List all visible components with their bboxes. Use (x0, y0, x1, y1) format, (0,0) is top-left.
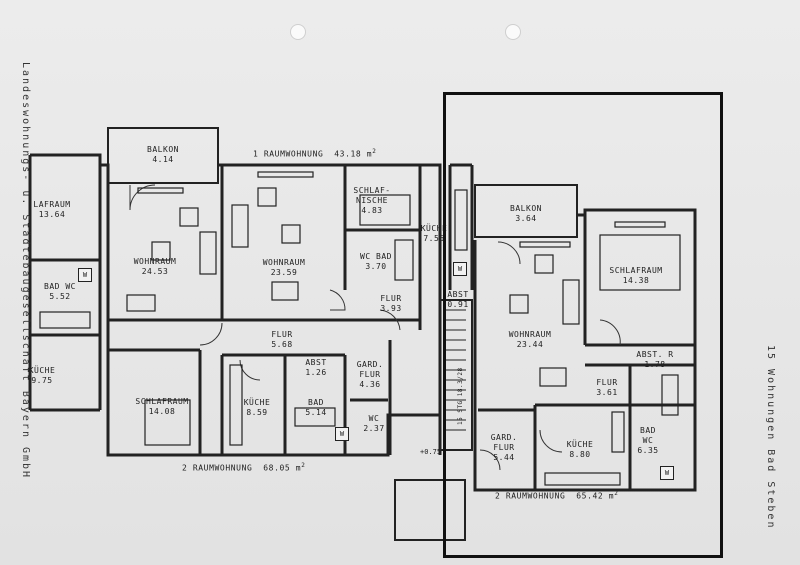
bed (599, 234, 681, 291)
balkon-right-outline (474, 184, 578, 238)
bathtub (39, 311, 91, 329)
radiator (137, 187, 184, 194)
door-swing (539, 429, 563, 453)
entrance-outline (394, 479, 466, 541)
dining-table (539, 367, 567, 387)
stairwell (439, 299, 473, 451)
level-mark: +0.75 (420, 448, 442, 456)
door-swing (599, 319, 621, 346)
bathtub (661, 374, 679, 416)
radiator (519, 241, 571, 248)
armchair (151, 241, 171, 261)
washer-marker: W (78, 268, 92, 282)
highlight-frame (443, 92, 723, 558)
armchair (281, 224, 301, 244)
door-swing (329, 289, 346, 311)
washer-marker: W (453, 262, 467, 276)
radiator (614, 221, 666, 228)
dining-table (126, 294, 156, 312)
bed (144, 399, 191, 446)
washer-marker: W (335, 427, 349, 441)
sofa (199, 231, 217, 275)
door-swing (479, 449, 501, 471)
dining-table (271, 281, 299, 301)
unit-title-bottom-right: 2 RAUMWOHNUNG 65.42 m2 (495, 490, 619, 501)
door-swing (379, 309, 401, 331)
door-swing (497, 241, 521, 265)
kitchen-counter (611, 411, 625, 453)
armchair (179, 207, 199, 227)
armchair (534, 254, 554, 274)
punch-hole (290, 24, 306, 40)
sofa (231, 204, 249, 248)
kitchen-counter (544, 472, 621, 486)
bed (359, 194, 411, 226)
punch-hole (505, 24, 521, 40)
door-swing (129, 184, 156, 211)
kitchen-counter (229, 364, 243, 446)
balkon-left-outline (107, 127, 219, 184)
unit-title-top: 1 RAUMWOHNUNG 43.18 m2 (253, 148, 377, 159)
armchair (509, 294, 529, 314)
unit-title-bottom-left: 2 RAUMWOHNUNG 68.05 m2 (182, 462, 306, 473)
door-swing (239, 359, 261, 381)
company-name-text: Landeswohnungs- u. Städtebaugesellschaft… (20, 62, 31, 480)
sofa (562, 279, 580, 325)
washer-marker: W (660, 466, 674, 480)
armchair (257, 187, 277, 207)
door-swing (199, 322, 223, 346)
radiator (257, 171, 314, 178)
kitchen-counter (454, 189, 468, 251)
bathtub (294, 407, 336, 427)
outer-wall (30, 153, 440, 457)
bathtub (394, 239, 414, 281)
project-name-text: 15 Wohnungen Bad Steben (765, 345, 776, 530)
